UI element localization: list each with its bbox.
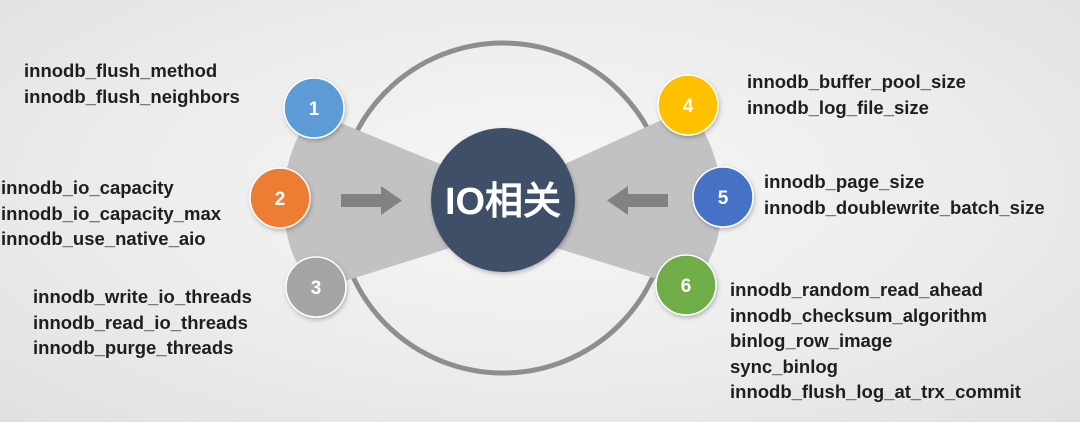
- node-2-number: 2: [275, 189, 286, 210]
- node-1-number: 1: [309, 99, 320, 120]
- node-5: 5: [692, 166, 754, 228]
- param-item: innodb_buffer_pool_size: [747, 71, 966, 92]
- param-item: innodb_io_capacity: [1, 177, 174, 198]
- node-4-circle: [657, 74, 719, 136]
- node-1-circle: [283, 77, 345, 139]
- param-group-6: innodb_random_read_ahead innodb_checksum…: [730, 277, 1021, 405]
- node-3-circle: [285, 256, 347, 318]
- param-item: innodb_log_file_size: [747, 96, 929, 118]
- left-arrow-icon: [607, 186, 668, 215]
- node-2-circle: [249, 167, 311, 229]
- right-arrow-icon: [341, 186, 402, 215]
- node-6-circle: [655, 254, 717, 316]
- node-5-circle: [692, 166, 754, 228]
- node-4-number: 4: [683, 96, 694, 117]
- node-3-number: 3: [311, 278, 322, 299]
- node-4: 4: [657, 74, 719, 136]
- param-item: sync_binlog: [730, 355, 838, 377]
- param-group-4: innodb_buffer_pool_size innodb_log_file_…: [747, 69, 966, 120]
- param-item: innodb_random_read_ahead: [730, 279, 983, 300]
- node-3: 3: [285, 256, 347, 318]
- param-item: innodb_purge_threads: [33, 337, 234, 358]
- param-item: innodb_use_native_aio: [1, 228, 206, 249]
- param-item: innodb_flush_neighbors: [24, 85, 240, 107]
- center-circle: [431, 128, 575, 272]
- param-group-3: innodb_write_io_threads innodb_read_io_t…: [33, 284, 252, 361]
- param-item: innodb_flush_method: [24, 60, 218, 81]
- param-item: innodb_flush_log_at_trx_commit: [730, 381, 1021, 402]
- param-item: innodb_write_io_threads: [33, 286, 252, 307]
- param-item: innodb_checksum_algorithm: [730, 304, 987, 326]
- node-6-number: 6: [681, 276, 692, 297]
- param-item: innodb_io_capacity_max: [1, 202, 222, 224]
- param-group-2: innodb_io_capacity innodb_io_capacity_ma…: [1, 175, 221, 252]
- node-6: 6: [655, 254, 717, 316]
- param-group-5: innodb_page_size innodb_doublewrite_batc…: [764, 169, 1045, 220]
- center-label: IO相关: [445, 181, 561, 223]
- param-item: innodb_read_io_threads: [33, 311, 248, 333]
- node-5-number: 5: [718, 188, 729, 209]
- node-1: 1: [283, 77, 345, 139]
- node-2: 2: [249, 167, 311, 229]
- param-item: binlog_row_image: [730, 330, 893, 351]
- param-group-1: innodb_flush_method innodb_flush_neighbo…: [24, 58, 240, 109]
- param-item: innodb_page_size: [764, 171, 925, 192]
- param-item: innodb_doublewrite_batch_size: [764, 196, 1045, 218]
